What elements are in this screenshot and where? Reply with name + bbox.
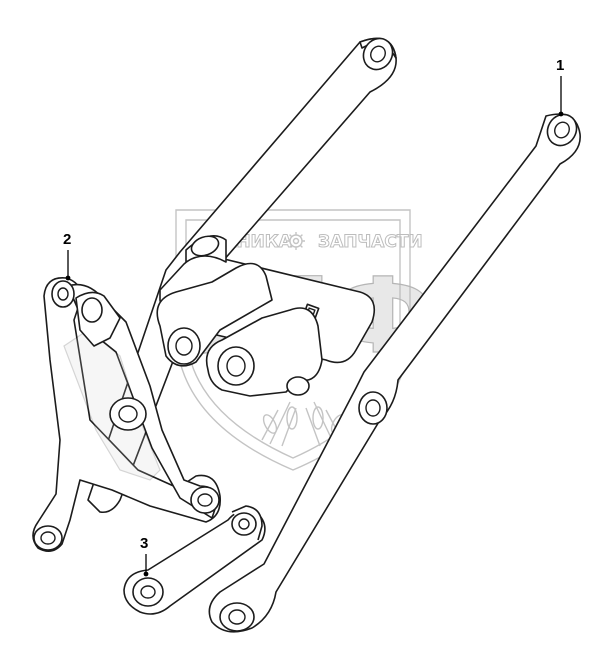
gear-icon bbox=[287, 232, 305, 250]
watermark-brand-right: ЗАПЧАСТИ bbox=[318, 232, 423, 252]
callout-2: 2 bbox=[63, 231, 71, 281]
callout-3-label: 3 bbox=[140, 535, 148, 552]
bellcrank bbox=[32, 277, 222, 552]
callout-1-label: 1 bbox=[556, 57, 564, 74]
callout-3: 3 bbox=[140, 535, 149, 577]
link bbox=[123, 505, 266, 615]
callout-2-label: 2 bbox=[63, 231, 71, 248]
callout-1: 1 bbox=[556, 57, 564, 117]
tube-bracket-left bbox=[156, 262, 273, 367]
lift-arm-front bbox=[208, 113, 581, 633]
tube-bracket-right bbox=[205, 307, 323, 397]
